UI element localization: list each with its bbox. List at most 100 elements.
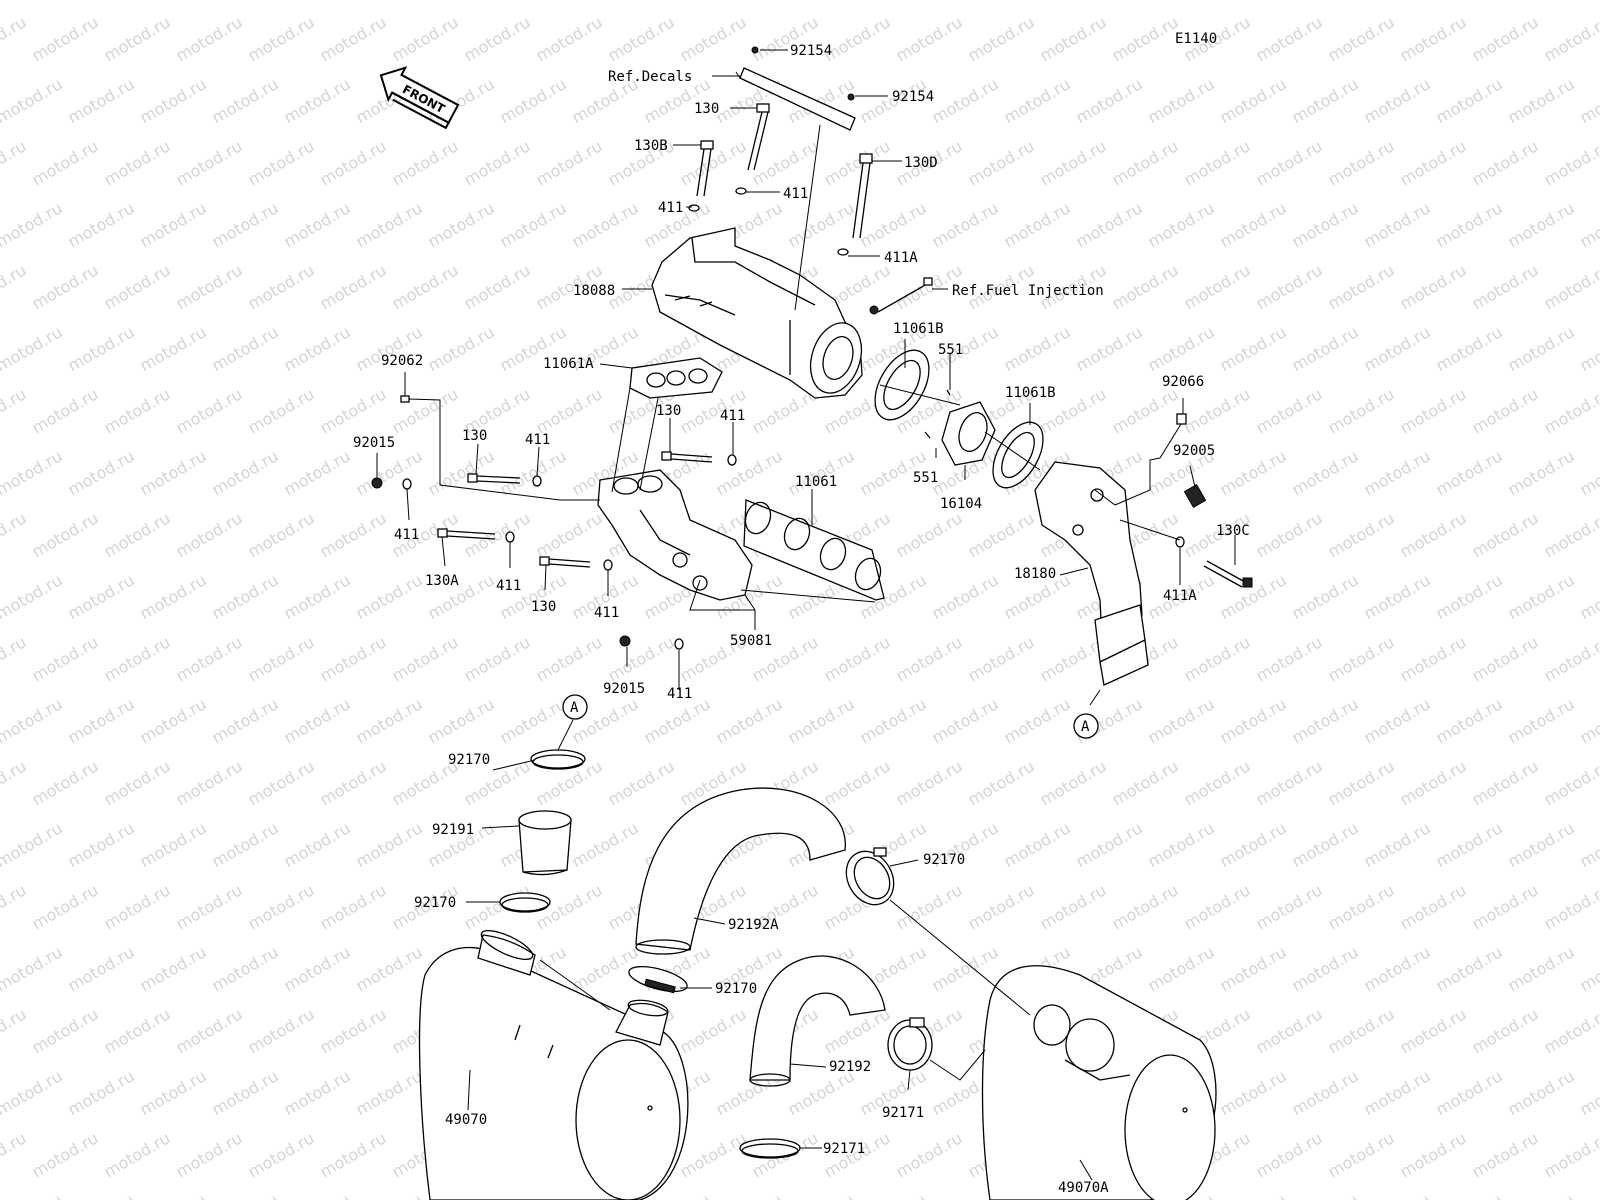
- watermark-text: motod.ru: [1325, 12, 1398, 65]
- watermark-text: motod.ru: [785, 1190, 858, 1200]
- callout-411A-top: 411A: [884, 250, 918, 266]
- watermark-text: motod.ru: [173, 260, 246, 313]
- watermark-text: motod.ru: [1361, 1190, 1434, 1200]
- watermark-text: motod.ru: [425, 198, 498, 251]
- watermark-text: motod.ru: [389, 136, 462, 189]
- watermark-text: motod.ru: [389, 632, 462, 685]
- callout-411-b: 411: [658, 200, 683, 216]
- watermark-text: motod.ru: [1253, 1004, 1326, 1057]
- bracket-plate: [735, 67, 856, 131]
- watermark-text: motod.ru: [893, 1128, 966, 1181]
- clamp-92171-b: [739, 1138, 801, 1159]
- hose-92191: [518, 810, 572, 876]
- watermark-text: motod.ru: [965, 136, 1038, 189]
- watermark-text: motod.ru: [713, 0, 786, 3]
- circle-A-left-label: A: [570, 700, 579, 716]
- watermark-text: motod.ru: [461, 136, 534, 189]
- watermark-text: motod.ru: [1505, 1066, 1578, 1119]
- watermark-text: motod.ru: [1505, 198, 1578, 251]
- watermark-text: motod.ru: [209, 942, 282, 995]
- watermark-text: motod.ru: [209, 322, 282, 375]
- watermark-text: motod.ru: [1001, 0, 1074, 3]
- watermark-text: motod.ru: [1469, 508, 1542, 561]
- watermark-text: motod.ru: [101, 756, 174, 809]
- watermark-text: motod.ru: [893, 632, 966, 685]
- watermark-text: motod.ru: [1217, 198, 1290, 251]
- watermark-text: motod.ru: [965, 880, 1038, 933]
- watermark-text: motod.ru: [101, 880, 174, 933]
- callout-49070: 49070: [445, 1112, 487, 1128]
- watermark-text: motod.ru: [1001, 322, 1074, 375]
- watermark-text: motod.ru: [1289, 1066, 1362, 1119]
- watermark-text: motod.ru: [461, 12, 534, 65]
- bolt-130D: [852, 153, 873, 239]
- watermark-text: motod.ru: [0, 880, 30, 933]
- gasket-11061B-a: [874, 349, 930, 421]
- watermark-text: motod.ru: [785, 694, 858, 747]
- washer-411-d: [505, 531, 515, 543]
- watermark-text: motod.ru: [101, 12, 174, 65]
- watermark-text: motod.ru: [137, 1190, 210, 1200]
- callout-411-mid: 411: [720, 408, 745, 424]
- watermark-text: motod.ru: [533, 632, 606, 685]
- watermark-text: motod.ru: [1469, 1128, 1542, 1181]
- watermark-text: motod.ru: [173, 880, 246, 933]
- watermark-text: motod.ru: [497, 74, 570, 127]
- watermark-text: motod.ru: [1325, 1128, 1398, 1181]
- watermark-text: motod.ru: [1433, 1190, 1506, 1200]
- watermark-text: motod.ru: [0, 260, 30, 313]
- watermark-text: motod.ru: [0, 12, 30, 65]
- callout-ref-fuel-injection: Ref.Fuel Injection: [952, 283, 1104, 299]
- watermark-text: motod.ru: [65, 74, 138, 127]
- watermark-text: motod.ru: [929, 694, 1002, 747]
- watermark-text: motod.ru: [281, 446, 354, 499]
- watermark-text: motod.ru: [497, 198, 570, 251]
- watermark-text: motod.ru: [281, 942, 354, 995]
- watermark-text: motod.ru: [1181, 632, 1254, 685]
- watermark-text: motod.ru: [1541, 632, 1600, 685]
- hose-92192: [749, 955, 886, 1087]
- callout-92171-a: 92171: [882, 1105, 924, 1121]
- watermark-text: motod.ru: [821, 632, 894, 685]
- watermark-text: motod.ru: [0, 1004, 30, 1057]
- watermark-text: motod.ru: [569, 198, 642, 251]
- watermark-text: motod.ru: [605, 756, 678, 809]
- watermark-text: motod.ru: [281, 570, 354, 623]
- watermark-text: motod.ru: [1289, 570, 1362, 623]
- watermark-text: motod.ru: [1253, 756, 1326, 809]
- watermark-text: motod.ru: [1361, 446, 1434, 499]
- watermark-text: motod.ru: [317, 136, 390, 189]
- watermark-text: motod.ru: [1433, 0, 1506, 3]
- fuel-injection-line: [869, 277, 933, 315]
- watermark-text: motod.ru: [533, 12, 606, 65]
- watermark-text: motod.ru: [1325, 756, 1398, 809]
- watermark-text: motod.ru: [1325, 508, 1398, 561]
- watermark-text: motod.ru: [245, 1128, 318, 1181]
- watermark-text: motod.ru: [1109, 136, 1182, 189]
- watermark-text: motod.ru: [101, 260, 174, 313]
- watermark-text: motod.ru: [101, 1004, 174, 1057]
- watermark-text: motod.ru: [65, 322, 138, 375]
- watermark-text: motod.ru: [1433, 322, 1506, 375]
- watermark-text: motod.ru: [929, 570, 1002, 623]
- watermark-text: motod.ru: [1397, 384, 1470, 437]
- watermark-text: motod.ru: [1361, 818, 1434, 871]
- watermark-text: motod.ru: [65, 694, 138, 747]
- watermark-text: motod.ru: [1289, 818, 1362, 871]
- watermark-text: motod.ru: [1001, 198, 1074, 251]
- watermark-text: motod.ru: [281, 694, 354, 747]
- watermark-text: motod.ru: [1361, 694, 1434, 747]
- watermark-text: motod.ru: [137, 198, 210, 251]
- watermark-text: motod.ru: [461, 508, 534, 561]
- watermark-text: motod.ru: [1145, 322, 1218, 375]
- watermark-text: motod.ru: [1505, 322, 1578, 375]
- watermark-text: motod.ru: [1469, 260, 1542, 313]
- watermark-text: motod.ru: [209, 694, 282, 747]
- watermark-text: motod.ru: [1469, 756, 1542, 809]
- watermark-text: motod.ru: [317, 260, 390, 313]
- watermark-text: motod.ru: [1217, 1190, 1290, 1200]
- watermark-text: motod.ru: [1433, 570, 1506, 623]
- callout-92192: 92192: [829, 1059, 871, 1075]
- callout-92170-a: 92170: [448, 752, 490, 768]
- watermark-text: motod.ru: [1289, 694, 1362, 747]
